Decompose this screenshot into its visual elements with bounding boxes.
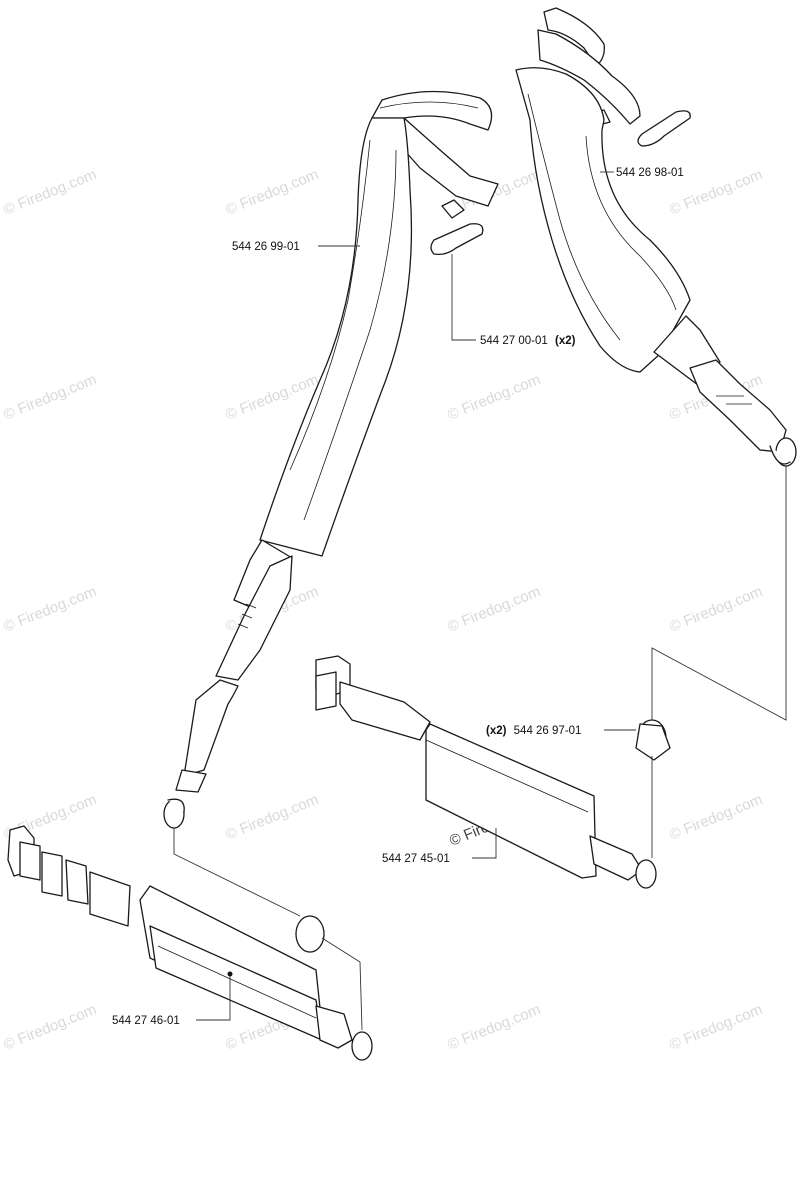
- part-number: 544 27 00-01: [480, 335, 548, 347]
- connection-lines: [173, 466, 787, 1031]
- watermark: © Firedog.com: [1, 583, 99, 636]
- watermark: © Firedog.com: [1, 166, 99, 219]
- watermark: © Firedog.com: [667, 1001, 765, 1054]
- part-labels: 544 26 99-01 544 26 98-01 544 27 00-01 (…: [112, 167, 684, 1027]
- part-qty: (x2): [486, 725, 507, 737]
- watermark: © Firedog.com: [223, 791, 321, 844]
- part-label-544-26-98-01: 544 26 98-01: [616, 167, 684, 179]
- watermark: © Firedog.com: [1, 371, 99, 424]
- part-label-544-27-46-01: 544 27 46-01: [112, 1015, 180, 1027]
- part-label-544-27-00-01: 544 27 00-01 (x2): [480, 335, 576, 347]
- watermark: © Firedog.com: [667, 583, 765, 636]
- part-label-544-26-97-01: (x2) 544 26 97-01: [486, 725, 581, 737]
- center-dot: [227, 971, 233, 977]
- watermark: © Firedog.com: [445, 583, 543, 636]
- part-qty: (x2): [555, 335, 576, 347]
- watermark: © Firedog.com: [223, 166, 321, 219]
- watermark: © Firedog.com: [667, 791, 765, 844]
- part-label-544-27-45-01: 544 27 45-01: [382, 853, 450, 865]
- right-shoulder-strap: [515, 7, 797, 467]
- watermark: © Firedog.com: [1, 1001, 99, 1054]
- left-shoulder-strap: [163, 90, 499, 829]
- part-number: 544 26 97-01: [514, 725, 582, 737]
- strap-hook-part: [430, 110, 691, 256]
- watermark: © Firedog.com: [445, 371, 543, 424]
- bottom-hip-pad: [7, 825, 373, 1061]
- leader-lines: [196, 171, 636, 1021]
- part-label-544-26-99-01: 544 26 99-01: [232, 241, 300, 253]
- watermark: © Firedog.com: [445, 1001, 543, 1054]
- middle-hip-pad: [315, 655, 671, 889]
